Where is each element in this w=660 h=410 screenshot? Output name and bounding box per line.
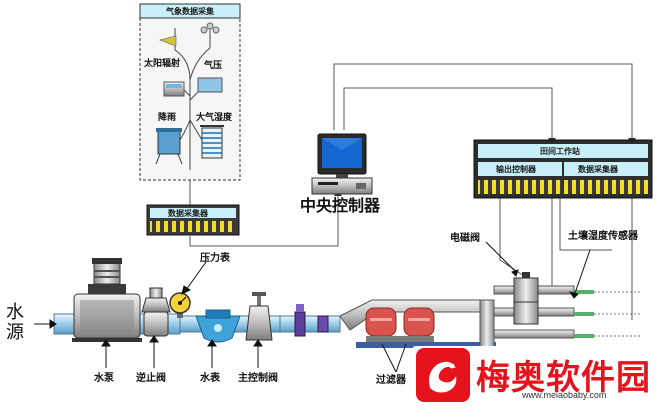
soil-sensor-label: 土壤湿度传感器 bbox=[568, 231, 638, 242]
watermark-badge: 梅奥软件园 www.meiaobaby.com bbox=[412, 346, 652, 404]
solenoid-valve-group bbox=[493, 272, 640, 339]
inline-valve bbox=[294, 304, 329, 337]
humidity-sensor-icon bbox=[200, 125, 224, 159]
solar-sensor-icon bbox=[158, 35, 177, 47]
rain-gauge-icon bbox=[157, 129, 181, 155]
water-source-char-2: 源 bbox=[6, 322, 24, 343]
pressure-gauge bbox=[169, 292, 191, 318]
weather-panel bbox=[139, 3, 241, 181]
water-meter bbox=[195, 309, 241, 343]
field-station-title: 田间工作站 bbox=[540, 146, 580, 156]
central-controller-label: 中央控制器 bbox=[300, 196, 381, 215]
water-meter-label: 水表 bbox=[200, 373, 220, 384]
water-source-char-1: 水 bbox=[6, 302, 24, 323]
rain-label: 降雨 bbox=[158, 113, 177, 123]
collector-label: 数据采集器 bbox=[168, 208, 208, 218]
watermark-logo-icon bbox=[416, 348, 470, 402]
solenoid-label: 电磁阀 bbox=[450, 233, 480, 244]
main-control-valve bbox=[245, 292, 273, 341]
output-controller-label: 输出控制器 bbox=[496, 164, 536, 174]
pressure-label: 气压 bbox=[204, 61, 223, 71]
humidity-label: 大气湿度 bbox=[196, 113, 233, 123]
pump-label: 水泵 bbox=[94, 373, 114, 384]
check-valve-label: 逆止阀 bbox=[136, 373, 166, 384]
check-valve bbox=[141, 287, 171, 337]
watermark-name: 梅奥软件园 bbox=[476, 358, 651, 398]
field-data-collector-label: 数据采集器 bbox=[578, 164, 618, 174]
water-source-label-1: 水 bbox=[6, 304, 24, 322]
pressure-sensor-icon bbox=[197, 77, 223, 93]
signal-wires bbox=[189, 63, 633, 320]
data-collector bbox=[146, 204, 240, 236]
central-controller bbox=[311, 133, 373, 195]
weather-panel-title: 气象数据采集 bbox=[166, 6, 214, 16]
water-source-label-2: 源 bbox=[6, 324, 24, 342]
watermark-url: www.meiaobaby.com bbox=[522, 390, 607, 400]
main-valve-label: 主控制阀 bbox=[238, 373, 278, 384]
pressure-gauge-label: 压力表 bbox=[200, 253, 230, 264]
anemometer-icon bbox=[206, 22, 214, 30]
solar-label: 太阳辐射 bbox=[144, 59, 181, 69]
filter-unit bbox=[365, 307, 435, 342]
water-pump bbox=[72, 258, 142, 342]
filter-label: 过滤器 bbox=[376, 375, 406, 386]
callout-arrows bbox=[34, 241, 591, 373]
field-station bbox=[473, 139, 653, 199]
